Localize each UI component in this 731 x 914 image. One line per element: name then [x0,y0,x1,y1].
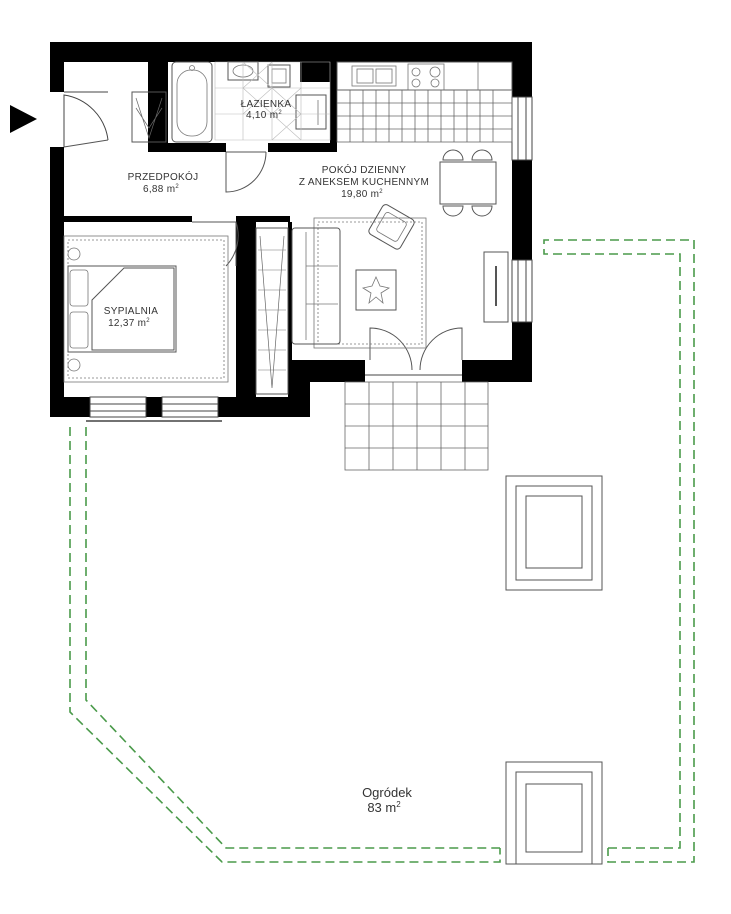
coffee-table-icon [355,269,397,311]
garden-outline [69,239,695,863]
washer-icon [295,94,327,130]
lazienka-name: ŁAZIENKA [241,99,292,110]
sypialnia-name: SYPIALNIA [104,306,158,317]
dzienny-name-line2: Z ANEKSEM KUCHENNYM [299,177,429,188]
bedroom-furniture [63,227,289,395]
bedroom-wardrobe [255,227,289,395]
svg-text:12,37 m2: 12,37 m2 [108,318,150,329]
dzienny-name-line1: POKÓJ DZIENNY [322,163,406,176]
dining-table [439,149,497,217]
label-sypialnia: SYPIALNIA 12,37 m2 [100,305,162,331]
przedpokoj-area: 6,88 m [143,184,175,195]
toilet-icon [267,64,291,88]
garden-name: Ogródek [362,785,412,800]
bathroom-fixtures [171,61,331,143]
svg-text:19,80 m2: 19,80 m2 [341,189,383,200]
entrance-arrow-icon [10,105,37,133]
garden-area: 83 m [367,800,396,815]
living-furniture [291,204,509,349]
garden-structure-2 [505,761,603,865]
bathtub-icon [171,61,213,143]
svg-text:4,10 m2: 4,10 m2 [246,110,282,121]
kitchen [336,61,513,143]
armchair-icon [368,204,415,250]
dzienny-area: 19,80 m [341,189,379,200]
windows [86,96,533,422]
sypialnia-area: 12,37 m [108,318,146,329]
lazienka-area: 4,10 m [246,110,278,121]
tv-cabinet-icon [483,251,509,323]
kitchen-sink-icon [351,65,397,87]
sofa-icon [291,227,341,345]
terrace-tiles [344,381,489,471]
label-dzienny: POKÓJ DZIENNY Z ANEKSEM KUCHENNYM 19,80 … [299,163,429,200]
label-przedpokoj: PRZEDPOKÓJ 6,88 m2 [128,170,199,195]
label-garden: Ogródek 83 m2 [362,785,412,815]
przedpokoj-name: PRZEDPOKÓJ [128,170,199,183]
bed-icon [67,265,177,353]
label-lazienka: ŁAZIENKA 4,10 m2 [241,99,292,121]
doors [63,91,463,376]
svg-text:83 m2: 83 m2 [367,800,401,815]
svg-text:6,88 m2: 6,88 m2 [143,184,179,195]
walls [50,42,532,417]
garden-structure-1 [505,475,603,591]
hallway-wardrobe [131,91,167,143]
